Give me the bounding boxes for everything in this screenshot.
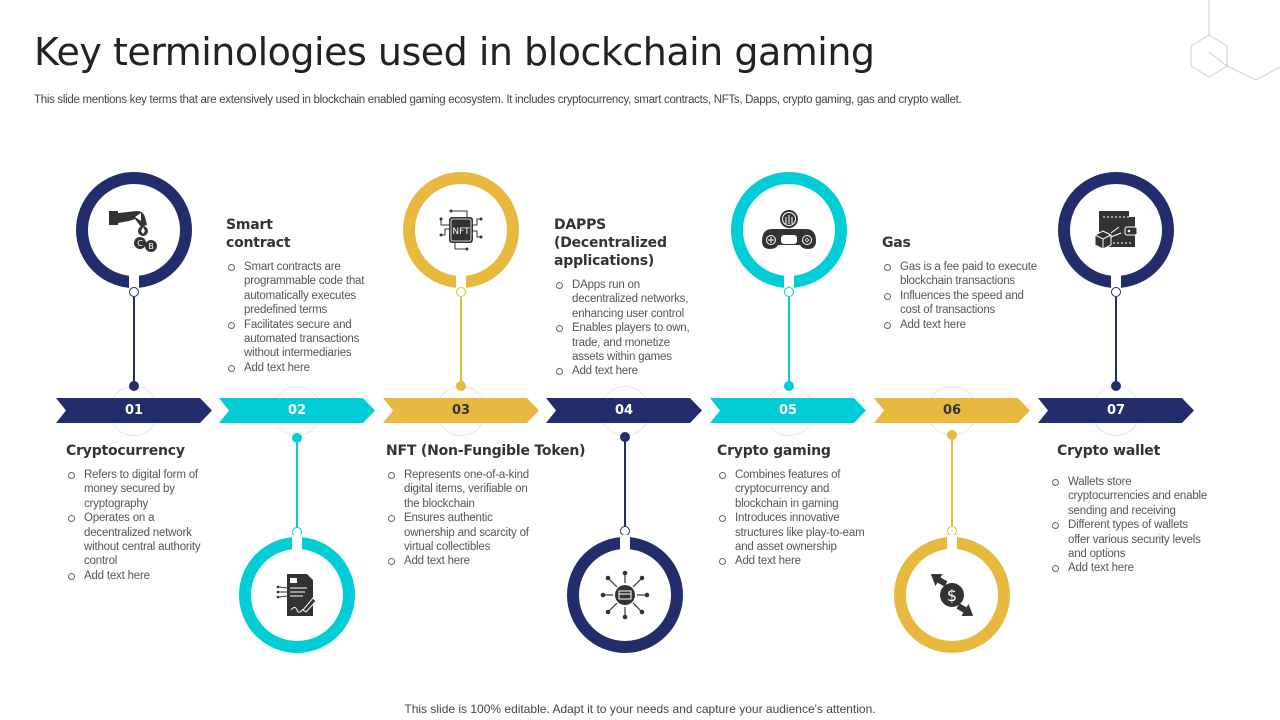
- step-06-anchor-dot: [947, 430, 957, 440]
- decentralized-network-icon: [600, 570, 650, 620]
- step-04-title: DAPPS (Decentralized applications): [554, 217, 667, 269]
- bullet: Gas is a fee paid to execute blockchain …: [882, 260, 1042, 289]
- step-03-number: 03: [451, 403, 471, 418]
- step-01-title: Cryptocurrency: [66, 443, 185, 459]
- step-06-line: [951, 438, 953, 528]
- bullet: Facilitates secure and automated transac…: [226, 318, 381, 361]
- step-02-bullets: Smart contracts are programmable code th…: [226, 260, 381, 375]
- bullet: Add text here: [882, 318, 1042, 332]
- step-01-number: 01: [124, 403, 144, 418]
- step-01-anchor-dot: [129, 381, 139, 391]
- step-06-bullets: Gas is a fee paid to execute blockchain …: [882, 260, 1042, 332]
- bullet: Smart contracts are programmable code th…: [226, 260, 381, 318]
- crypto-wallet-icon: [1094, 211, 1138, 250]
- step-05-line: [788, 297, 790, 383]
- step-01-bullets: Refers to digital form of money secured …: [66, 468, 216, 583]
- step-04-number: 04: [614, 403, 634, 418]
- dollar-exchange-icon: $: [930, 573, 974, 617]
- step-03-ring: NFT: [403, 172, 519, 290]
- step-04-line: [624, 440, 626, 528]
- step-02-ring: [239, 535, 355, 653]
- page-title: Key terminologies used in blockchain gam…: [34, 30, 875, 74]
- step-07-number: 07: [1106, 403, 1126, 418]
- step-04-text: DAPPS (Decentralized applications) DApps…: [554, 216, 714, 379]
- step-03-line: [460, 297, 462, 383]
- step-07-title: Crypto wallet: [1057, 443, 1161, 459]
- svg-text:NFT: NFT: [452, 227, 470, 237]
- step-03-anchor-dot: [456, 381, 466, 391]
- bullet: Combines features of cryptocurrency and …: [717, 468, 882, 511]
- signed-document-icon: [276, 574, 317, 616]
- step-01-line: [133, 297, 135, 383]
- bullet: Refers to digital form of money secured …: [66, 468, 216, 511]
- step-05-anchor-dot: [784, 381, 794, 391]
- nft-chip-icon: NFT: [439, 209, 483, 251]
- bullet: Wallets store cryptocurrencies and enabl…: [1050, 475, 1210, 518]
- step-01-text: Cryptocurrency Refers to digital form of…: [66, 442, 216, 583]
- bullet: Add text here: [66, 569, 216, 583]
- bullet: Add text here: [717, 554, 882, 568]
- step-04-anchor-dot: [620, 432, 630, 442]
- step-05-bullets: Combines features of cryptocurrency and …: [717, 468, 882, 569]
- step-07-text: Crypto wallet Wallets store cryptocurren…: [1050, 442, 1210, 576]
- bullet: Ensures authentic ownership and scarcity…: [386, 511, 544, 554]
- step-06-ring: $: [894, 535, 1010, 653]
- bullet: Operates on a decentralized network with…: [66, 511, 216, 569]
- step-03-chevron: 03: [383, 398, 539, 423]
- step-03-title: NFT (Non-Fungible Token): [386, 443, 586, 459]
- step-06-number: 06: [942, 403, 962, 418]
- bullet: Represents one-of-a-kind digital items, …: [386, 468, 544, 511]
- step-06-chevron: 06: [874, 398, 1030, 423]
- step-02-chevron: 02: [219, 398, 375, 423]
- step-03-bullets: Represents one-of-a-kind digital items, …: [386, 468, 544, 569]
- svg-text:C: C: [137, 239, 143, 248]
- step-04-chevron: 04: [546, 398, 702, 423]
- page-subtitle: This slide mentions key terms that are e…: [34, 94, 962, 106]
- step-03-text: NFT (Non-Fungible Token) Represents one-…: [386, 442, 586, 569]
- step-02-line: [296, 440, 298, 528]
- hexagon-decoration-icon: [1190, 0, 1280, 81]
- step-05-title: Crypto gaming: [717, 443, 831, 459]
- step-07-anchor-dot: [1111, 381, 1121, 391]
- bullet: Add text here: [226, 361, 381, 375]
- svg-text:$: $: [947, 586, 957, 605]
- svg-text:B: B: [148, 242, 154, 251]
- step-03-connector-dot: [456, 287, 466, 297]
- step-05-chevron: 05: [710, 398, 866, 423]
- step-05-connector-dot: [784, 287, 794, 297]
- bullet: Different types of wallets offer various…: [1050, 518, 1210, 561]
- step-02-text: Smart contract Smart contracts are progr…: [226, 216, 381, 375]
- step-06-title: Gas: [882, 235, 911, 251]
- hand-dropping-coins-icon: C B: [109, 211, 157, 252]
- bullet: DApps run on decentralized networks, enh…: [554, 278, 704, 321]
- step-02-number: 02: [287, 403, 307, 418]
- step-02-title: Smart contract: [226, 217, 291, 251]
- step-06-text: Gas Gas is a fee paid to execute blockch…: [882, 234, 1042, 332]
- step-07-ring: [1058, 172, 1174, 290]
- step-05-text: Crypto gaming Combines features of crypt…: [717, 442, 882, 569]
- bullet: Influences the speed and cost of transac…: [882, 289, 1042, 318]
- bullet: Enables players to own, trade, and monet…: [554, 321, 704, 364]
- bullet: Introduces innovative structures like pl…: [717, 511, 882, 554]
- bullet: Add text here: [1050, 561, 1210, 575]
- footer-note: This slide is 100% editable. Adapt it to…: [404, 702, 876, 716]
- game-controller-icon: [762, 210, 816, 249]
- bullet: Add text here: [386, 554, 544, 568]
- step-01-connector-dot: [129, 287, 139, 297]
- step-01-chevron: 01: [56, 398, 212, 423]
- step-04-bullets: DApps run on decentralized networks, enh…: [554, 278, 704, 379]
- bullet: Add text here: [554, 364, 704, 378]
- step-07-connector-dot: [1111, 287, 1121, 297]
- step-02-anchor-dot: [292, 433, 302, 443]
- step-07-bullets: Wallets store cryptocurrencies and enabl…: [1050, 475, 1210, 576]
- step-05-number: 05: [778, 403, 798, 418]
- step-05-ring: [731, 172, 847, 290]
- step-07-chevron: 07: [1038, 398, 1194, 423]
- step-07-line: [1115, 297, 1117, 383]
- step-04-ring: [567, 535, 683, 653]
- step-01-ring: C B: [76, 172, 192, 290]
